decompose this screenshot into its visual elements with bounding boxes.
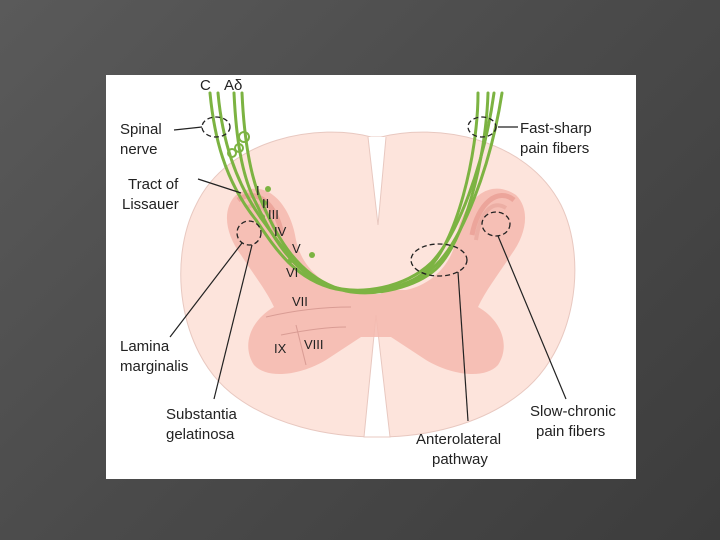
lamina-V: V xyxy=(292,241,301,256)
lamina-marginalis-label-line1: Lamina xyxy=(120,338,170,355)
lamina-VII: VII xyxy=(292,294,308,309)
anterolateral-label-line2: pathway xyxy=(432,451,488,468)
lamina-IV: IV xyxy=(274,224,287,239)
lamina-divider-vii xyxy=(265,306,352,318)
right-lamina-band-I xyxy=(469,193,516,236)
synapse-dot-4 xyxy=(309,252,315,258)
anterolateral-ellipse xyxy=(410,243,468,277)
lamina-divider-viii xyxy=(280,326,347,336)
anterolateral-leader xyxy=(457,271,469,422)
lamina-marginalis-ellipse xyxy=(236,220,262,246)
lamina-I: I xyxy=(256,183,260,198)
slow-chronic-label-line2: pain fibers xyxy=(536,423,605,440)
dorsal-median-sulcus xyxy=(367,136,387,226)
slow-chronic-ellipse xyxy=(481,211,511,237)
synapse-dot-5 xyxy=(288,257,294,263)
lamina-III: III xyxy=(268,207,279,222)
slow-chronic-leader xyxy=(497,235,567,400)
spinal-cord-diagram: C Aδ Spinal nerve Tract of Lissauer Fast… xyxy=(120,77,616,468)
ganglion-circle-3 xyxy=(227,148,237,158)
spinal-nerve-leader xyxy=(173,126,203,131)
lamina-II: II xyxy=(262,196,269,211)
fiber-type-a-delta: Aδ xyxy=(224,77,242,94)
fiber-adelta-right xyxy=(240,91,504,294)
fast-sharp-label-line2: pain fibers xyxy=(520,140,589,157)
ganglion-circle-2 xyxy=(234,143,244,153)
slow-chronic-label-line1: Slow-chronic xyxy=(530,403,616,420)
spinal-nerve-label-line2: nerve xyxy=(120,141,158,158)
fast-sharp-ellipse xyxy=(467,116,497,138)
lamina-VIII: VIII xyxy=(304,337,324,352)
spinal-cord-pain-pathway-figure: C Aδ Spinal nerve Tract of Lissauer Fast… xyxy=(106,75,636,479)
synapse-dot-3 xyxy=(259,214,265,220)
ventral-median-fissure xyxy=(363,314,391,438)
tract-leader xyxy=(197,178,242,194)
substantia-label-line2: gelatinosa xyxy=(166,426,235,443)
spinal-nerve-label-line1: Spinal xyxy=(120,121,162,138)
fast-sharp-label-line1: Fast-sharp xyxy=(520,120,592,137)
anterolateral-label-line1: Anterolateral xyxy=(416,431,501,448)
lamina-marginalis-label-line2: marginalis xyxy=(120,358,188,375)
synapse-dot-2 xyxy=(261,200,267,206)
lamina-VI: VI xyxy=(286,265,298,280)
substantia-label-line1: Substantia xyxy=(166,406,238,423)
synapse-dot-1 xyxy=(265,186,271,192)
fiber-type-c: C xyxy=(200,77,211,94)
lamina-IX: IX xyxy=(274,341,287,356)
tract-label-line1: Tract of xyxy=(128,176,179,193)
gray-matter xyxy=(226,188,526,375)
spinal-nerve-ellipse xyxy=(201,116,231,138)
tract-label-line2: Lissauer xyxy=(122,196,179,213)
ganglion-circle-1 xyxy=(238,131,250,143)
substantia-leader xyxy=(213,244,253,400)
right-lamina-band-II xyxy=(474,203,508,241)
lamina-marginalis-leader xyxy=(169,242,243,338)
pain-fibers xyxy=(208,91,504,295)
